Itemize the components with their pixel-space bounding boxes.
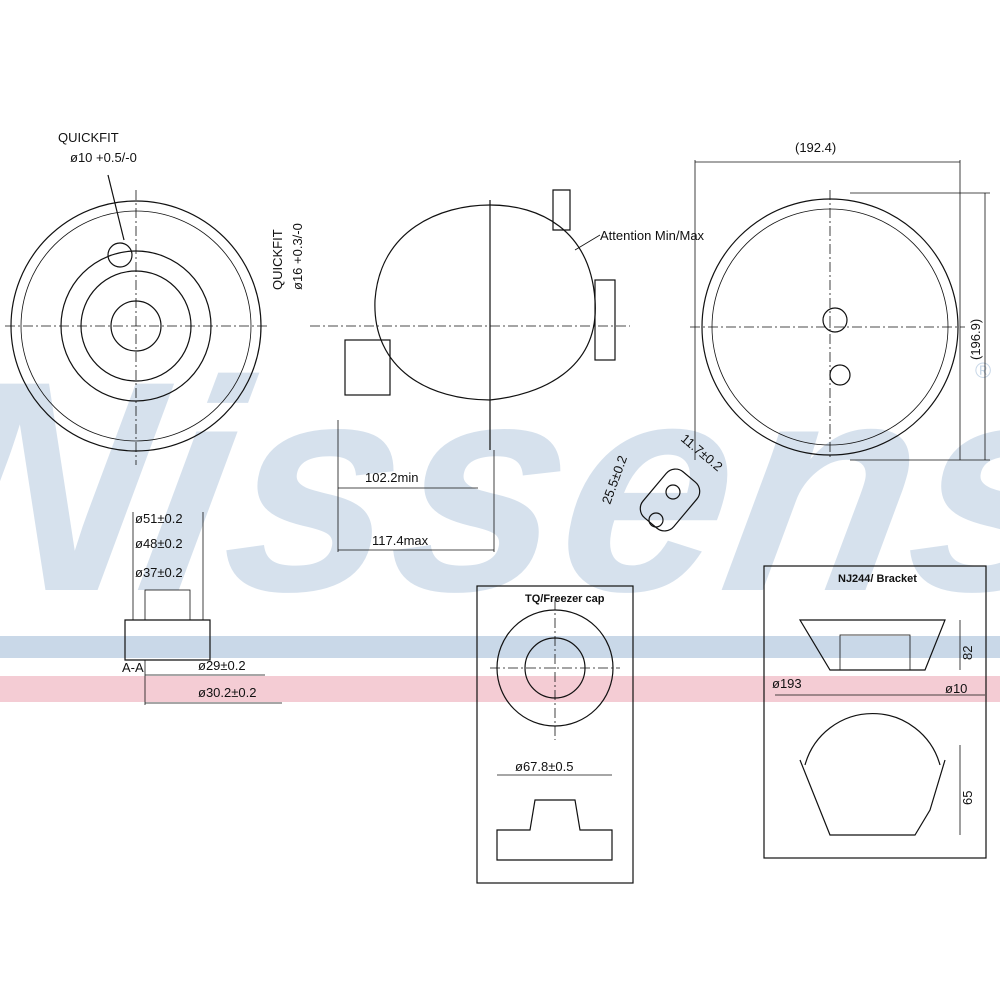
quickfit-top-dim: ø10 +0.5/-0 [70,150,137,165]
width-dim: (192.4) [795,140,836,155]
quickfit-side-label: QUICKFIT [270,229,285,290]
registered-mark: ® [975,358,991,383]
bracket-title: NJ244/ Bracket [838,573,917,585]
quickfit-side-dim: ø16 +0.3/-0 [290,223,305,290]
min-dim: 102.2min [365,470,418,485]
watermark-band-pink [0,676,1000,702]
bracket-panel [763,565,987,859]
d37-dim: ø37±0.2 [135,565,183,580]
quickfit-top-label: QUICKFIT [58,130,119,145]
bracket-d193: ø193 [772,676,802,691]
height-dim: (196.9) [968,319,983,360]
sensor-connector [639,468,701,532]
section-label: A-A [122,660,144,675]
max-dim: 117.4max [372,533,429,548]
cap-dim: ø67.8±0.5 [515,759,573,774]
tank-side-view [310,189,630,552]
bracket-h82: 82 [960,646,975,660]
section-a-a [124,512,282,705]
watermark-logo: Nissens [0,319,1000,654]
bracket-d10: ø10 [945,681,967,696]
cap-panel [476,585,634,884]
d29-dim: ø29±0.2 [198,658,246,673]
tank-rear-view [690,160,990,461]
cap-title: TQ/Freezer cap [525,593,605,605]
watermark-band-blue [0,636,1000,658]
watermark: Nissens ® [0,319,1000,702]
d51-dim: ø51±0.2 [135,511,183,526]
d48-dim: ø48±0.2 [135,536,183,551]
d30-dim: ø30.2±0.2 [198,685,256,700]
attention-min-max-label: Attention Min/Max [600,228,705,243]
tank-top-view [5,174,270,465]
bracket-h65: 65 [960,791,975,805]
